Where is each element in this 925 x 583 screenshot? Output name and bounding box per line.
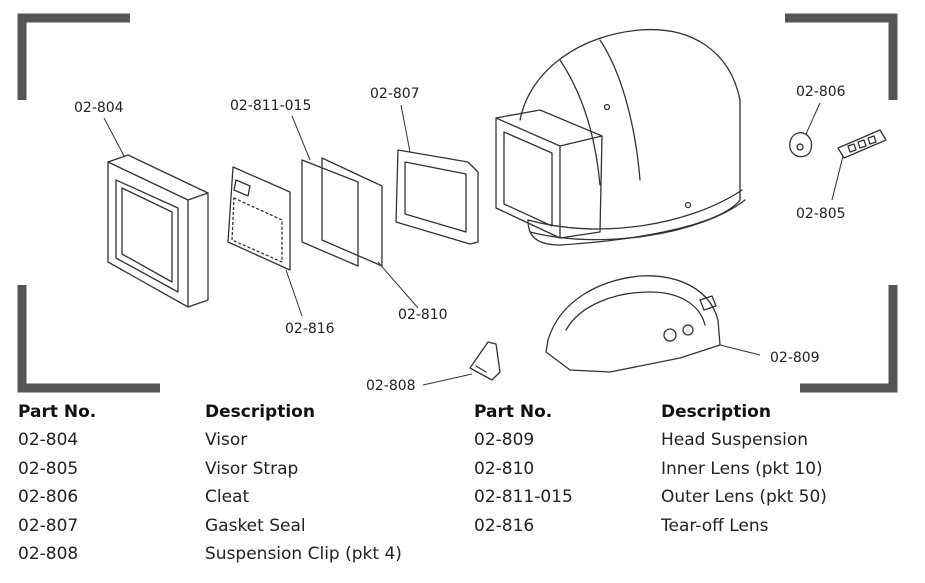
part-number: 02-809 xyxy=(474,430,535,450)
part-description: Tear-off Lens xyxy=(661,515,769,536)
part-number: 02-808 xyxy=(18,544,79,564)
leader-tearoff-lens xyxy=(285,269,303,317)
leader-visor xyxy=(103,117,125,157)
part-number: 02-805 xyxy=(18,458,79,479)
part-description: Inner Lens (pkt 10) xyxy=(661,458,823,479)
part-number: 02-816 xyxy=(474,515,535,536)
callout-visor-strap: 02-805 xyxy=(796,206,846,222)
leader-outer-lens xyxy=(291,115,311,161)
callout-inner-lens: 02-810 xyxy=(398,307,448,323)
part-description: Visor Strap xyxy=(205,458,299,479)
callout-tearoff-lens: 02-816 xyxy=(285,321,335,337)
leader-cleat xyxy=(805,102,821,135)
left-part-column: Part No. 02-804 02-805 02-806 02-807 02-… xyxy=(18,398,96,569)
part-no-header: Part No. xyxy=(474,402,553,422)
callout-head-suspension: 02-809 xyxy=(770,350,820,366)
part-number: 02-804 xyxy=(18,430,79,450)
leader-gasket-seal xyxy=(400,104,411,153)
part-number: 02-810 xyxy=(474,458,535,479)
outer-lens-part xyxy=(301,159,359,267)
parts-table: Part No. 02-804 02-805 02-806 02-807 02-… xyxy=(0,398,925,583)
cleat-part xyxy=(789,132,813,158)
leader-head-suspension xyxy=(719,344,761,356)
callout-cleat: 02-806 xyxy=(796,84,846,100)
part-number: 02-811-015 xyxy=(474,487,573,507)
leader-visor-strap xyxy=(831,155,844,201)
visor-part xyxy=(107,154,209,308)
exploded-parts-diagram: 02-804 02-811-015 02-807 02-806 02-805 0… xyxy=(17,13,898,394)
tearoff-lens-part xyxy=(227,166,291,271)
part-description: Outer Lens (pkt 50) xyxy=(661,487,827,507)
callout-outer-lens: 02-811-015 xyxy=(230,98,311,114)
frame-corner-bottom-left xyxy=(17,285,160,393)
helmet-shell xyxy=(495,28,746,246)
leader-inner-lens xyxy=(377,261,419,309)
visor-strap-part xyxy=(837,129,887,159)
part-no-header: Part No. xyxy=(18,402,97,422)
inner-lens-part xyxy=(321,157,383,267)
head-suspension-part xyxy=(545,275,721,373)
part-number: 02-807 xyxy=(18,515,79,536)
right-part-column: Part No. 02-809 02-810 02-811-015 02-816 xyxy=(474,398,573,540)
frame-corner-bottom-right xyxy=(800,285,898,393)
right-description-column: Description Head Suspension Inner Lens (… xyxy=(661,398,827,540)
part-description: Head Suspension xyxy=(661,430,809,450)
frame-corner-top-left xyxy=(17,13,130,100)
part-description: Suspension Clip (pkt 4) xyxy=(205,544,402,564)
description-header: Description xyxy=(661,402,771,422)
gasket-seal-part xyxy=(395,149,479,245)
part-number: 02-806 xyxy=(18,487,79,507)
part-description: Cleat xyxy=(205,487,250,507)
leader-suspension-clip xyxy=(422,373,473,386)
description-header: Description xyxy=(205,402,315,422)
callout-suspension-clip: 02-808 xyxy=(366,378,416,394)
part-description: Gasket Seal xyxy=(205,515,306,536)
callout-gasket-seal: 02-807 xyxy=(370,86,420,102)
suspension-clip-part xyxy=(469,341,501,381)
callout-visor: 02-804 xyxy=(74,100,124,116)
frame-corner-top-right xyxy=(785,13,898,100)
part-description: Visor xyxy=(205,430,248,450)
left-description-column: Description Visor Visor Strap Cleat Gask… xyxy=(205,398,402,569)
